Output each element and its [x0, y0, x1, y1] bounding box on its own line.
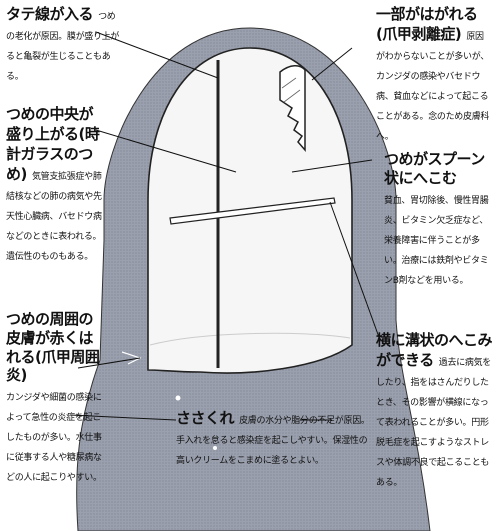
annotation-body: 皮膚の水分や脂分の不足が原因。手入れを怠ると感染症を起こしやすい。保湿性の高いク…: [176, 416, 370, 466]
annotation-body: 貧血、胃切除後、慢性胃腸炎、ビタミン欠乏症など、栄養障害に伴うことが多い。治療に…: [384, 195, 489, 286]
annotation-body: 過去に病気をしたり、指をはさんだりしたとき、その影響が横線になって表われることが…: [376, 358, 491, 488]
annotation-vertical-ridge: タテ線が入る つめの老化が原因。膜が盛り上がると亀裂が生じることもある。: [6, 4, 124, 84]
annotation-body: 原因がわからないことが多いが、カンジダの感染やバセドウ病、貧血などによって起こる…: [376, 32, 490, 142]
horizontal-groove: [169, 197, 336, 225]
annotation-body: カンジダや細菌の感染によって急性の炎症を起こしたものが多い。水仕事に従事する人や…: [6, 393, 102, 483]
peeling-area: [279, 65, 306, 152]
annotation-title: 横に溝状のへこみができる: [376, 331, 493, 369]
annotation-hangnail: ささくれ 皮膚の水分や脂分の不足が原因。手入れを怠ると感染症を起こしやすい。保湿…: [176, 408, 372, 468]
annotation-spoon-nail: つめがスプーン状にへこむ 貧血、胃切除後、慢性胃腸炎、ビタミン欠乏症など、栄養障…: [384, 150, 492, 288]
annotation-onycholysis: 一部がはがれる(爪甲剥離症) 原因がわからないことが多いが、カンジダの感染やバセ…: [376, 4, 492, 144]
annotation-horizontal-groove: 横に溝状のへこみができる 過去に病気をしたり、指をはさんだりしたとき、その影響が…: [376, 330, 493, 490]
annotation-body: つめの老化が原因。膜が盛り上がると亀裂が生じることもある。: [6, 12, 120, 82]
annotation-title: つめがスプーン状にへこむ: [384, 150, 485, 187]
leader-lines: [69, 31, 381, 421]
nail-lunula: [149, 332, 351, 346]
annotation-title: つめの中央が盛り上がる(時計ガラスのつめ): [6, 105, 100, 183]
annotation-clubbed-nail: つめの中央が盛り上がる(時計ガラスのつめ) 気管支拡張症や肺結核などの肺の病気や…: [6, 104, 106, 264]
annotation-title: タテ線が入る: [6, 5, 94, 23]
annotation-title: つめの周囲の皮膚が赤くはれる(爪甲周囲炎): [6, 310, 100, 385]
annotation-title: 一部がはがれる(爪甲剥離症): [376, 5, 478, 43]
annotation-title: ささくれ: [176, 409, 235, 427]
annotation-paronychia: つめの周囲の皮膚が赤くはれる(爪甲周囲炎) カンジダや細菌の感染によって急性の炎…: [6, 310, 104, 485]
annotation-body: 気管支拡張症や肺結核などの肺の病気や先天性心臓病、バセドウ病などのときに表われる…: [6, 172, 102, 262]
